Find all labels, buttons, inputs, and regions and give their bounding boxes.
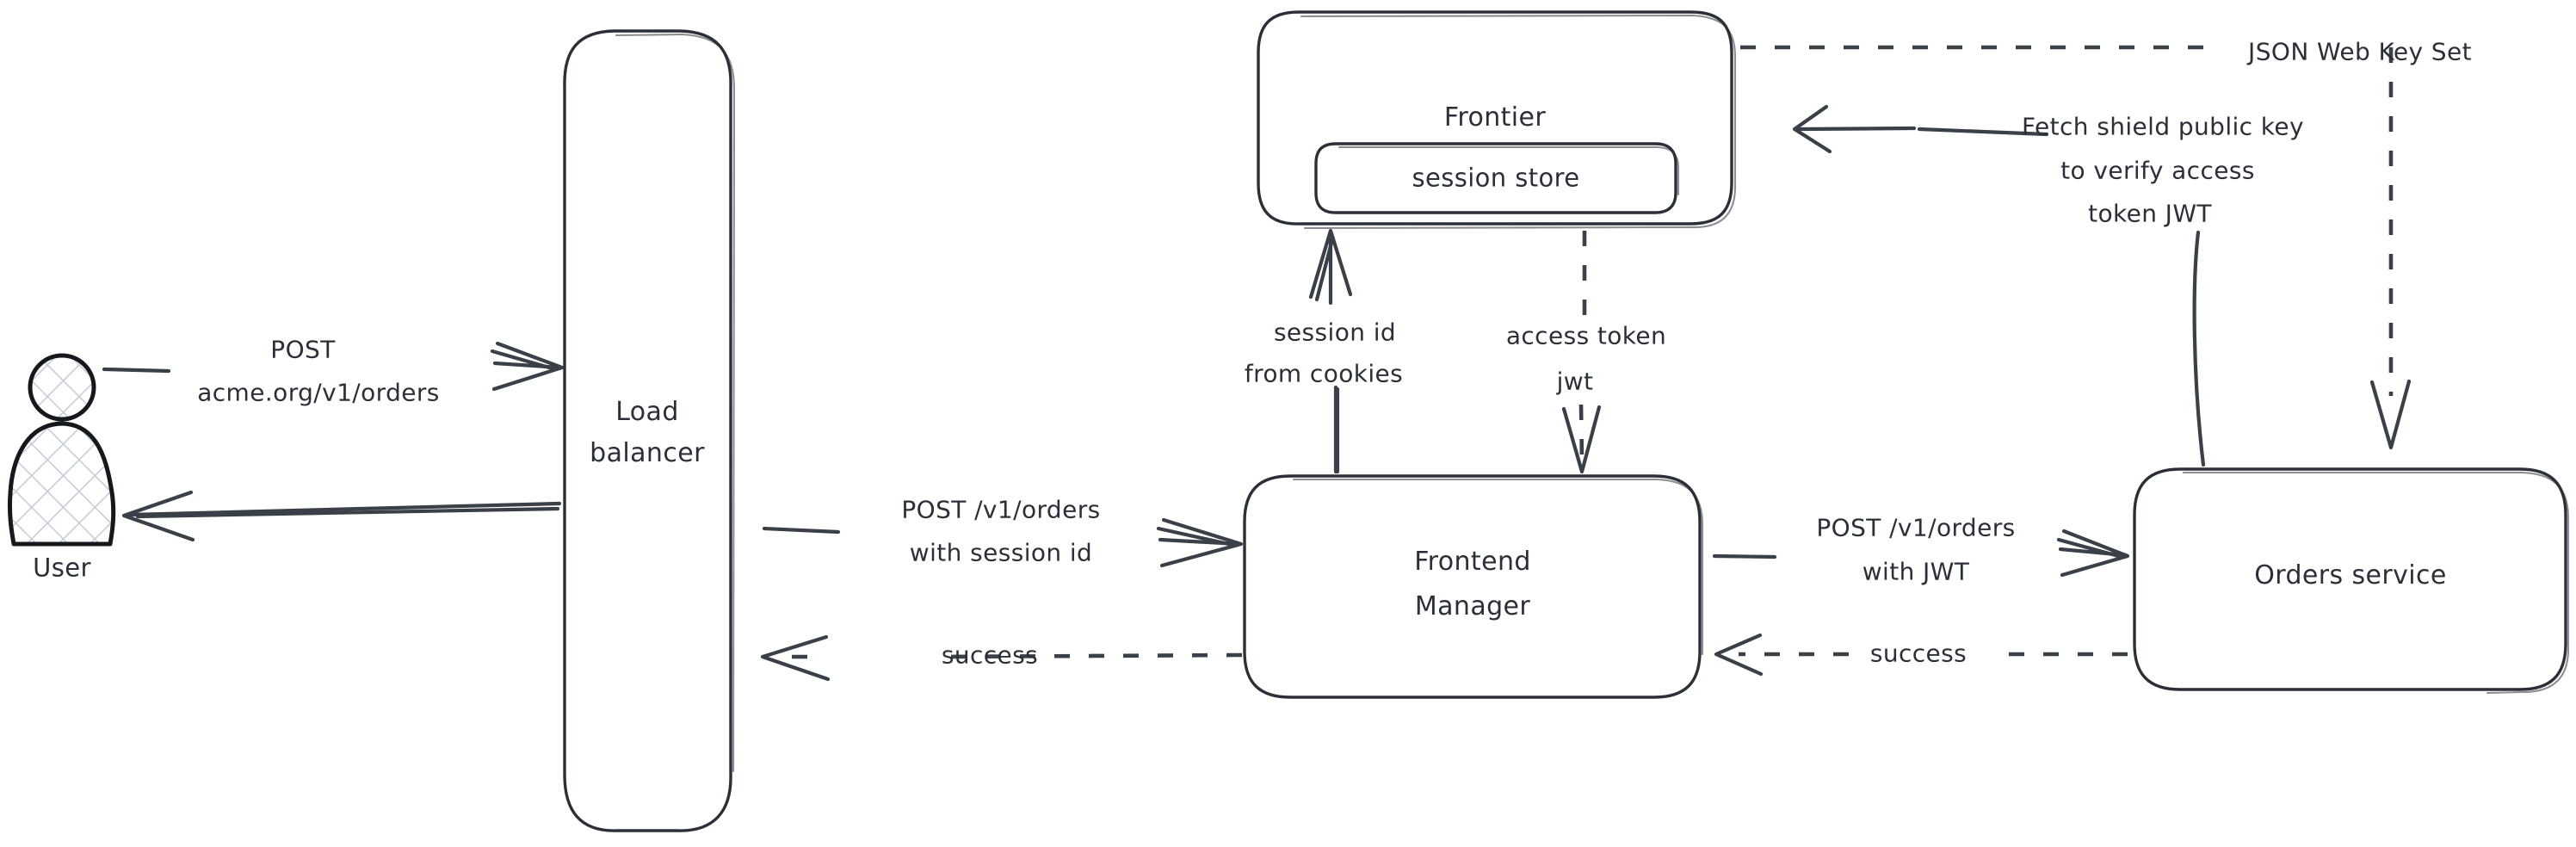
edge-user-to-load-balancer[interactable] [102, 341, 565, 392]
node-session-store[interactable] [1314, 142, 1680, 214]
edge-load-balancer-to-frontend-manager[interactable] [762, 517, 1244, 568]
edge-frontier-to-orders-service[interactable] [1740, 45, 2412, 450]
node-user[interactable] [8, 353, 116, 547]
edge-orders-service-to-frontier[interactable] [1792, 104, 2206, 467]
edge-load-balancer-to-user[interactable] [121, 490, 562, 542]
node-orders-service[interactable] [2133, 467, 2570, 695]
node-load-balancer[interactable] [563, 29, 736, 832]
edge-frontend-manager-to-orders-service[interactable] [1712, 529, 2130, 578]
edge-orders-service-to-frontend-manager[interactable] [1714, 633, 2128, 677]
edge-frontend-manager-to-frontier[interactable] [1308, 228, 1353, 474]
edge-frontend-manager-to-load-balancer[interactable] [760, 634, 1243, 682]
node-frontend-manager[interactable] [1243, 474, 1704, 699]
edge-frontier-to-frontend-manager[interactable] [1561, 231, 1602, 474]
